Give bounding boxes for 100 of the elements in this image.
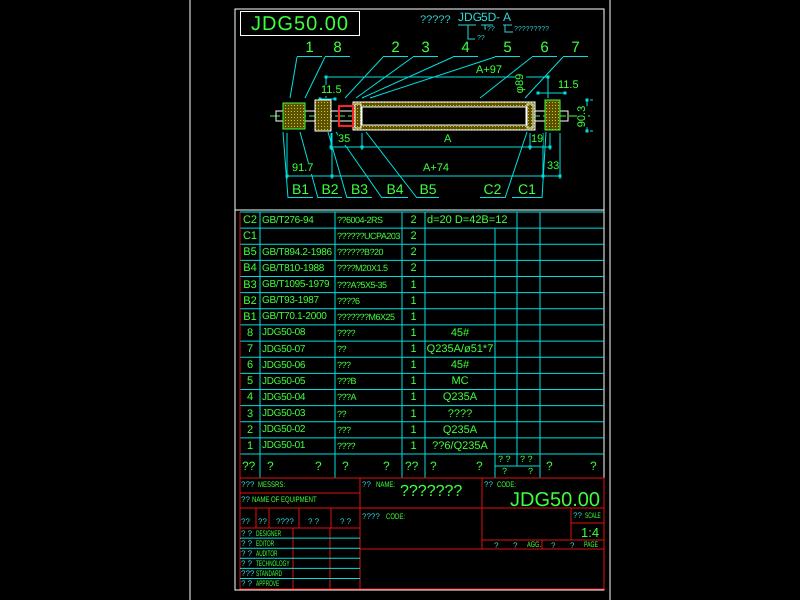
part-callout: B5 xyxy=(417,183,439,198)
field-label: NAME OF EQUIPMENT xyxy=(252,496,317,504)
role-label: APPROVE xyxy=(256,580,280,588)
material: Q235A xyxy=(442,424,478,436)
leader-line xyxy=(480,56,532,98)
leader-line xyxy=(282,132,288,198)
quantity: 1 xyxy=(409,280,418,291)
header-text: ? xyxy=(590,460,597,472)
part-name: ???????M6X25 xyxy=(337,312,395,322)
dimension-text: 35 xyxy=(338,134,350,145)
header-text: ? xyxy=(342,460,349,472)
quantity: 2 xyxy=(409,263,418,274)
field-label: ? xyxy=(570,542,574,550)
quantity: 1 xyxy=(409,296,418,307)
header-text: ? xyxy=(476,460,483,472)
header-text: ? xyxy=(315,460,322,472)
leader-line xyxy=(370,56,496,98)
field-label: SCALE xyxy=(585,512,601,520)
role-label: STANDARD xyxy=(256,570,282,578)
header-text: ? xyxy=(430,460,437,472)
part-callout: B3 xyxy=(347,183,372,198)
field-label: ? ? xyxy=(241,550,252,558)
part-callout: C1 xyxy=(512,183,542,198)
leader-line xyxy=(356,56,414,98)
quantity: 1 xyxy=(409,360,418,372)
callout-number: 7 xyxy=(563,42,588,57)
part-code: B4 xyxy=(242,263,258,274)
part-callout: C2 xyxy=(480,183,505,198)
model-code: A xyxy=(503,11,512,23)
leader-line xyxy=(328,132,348,198)
standard-number: GB/T810-1988 xyxy=(262,264,324,274)
standard-number: GB/T70.1-2000 xyxy=(262,312,326,322)
standard-number: JDG50-03 xyxy=(262,409,306,420)
material: Q235A/ø51*7 xyxy=(426,344,494,356)
quantity: 1 xyxy=(409,312,418,323)
material: 45# xyxy=(450,360,470,372)
field-label: PAGE xyxy=(584,541,598,549)
header-text: ? ? xyxy=(498,455,511,464)
header-text: ?? xyxy=(405,460,418,472)
field-label: ? ? xyxy=(241,580,252,588)
callout-number: 1 xyxy=(297,42,322,57)
header-text: ? xyxy=(267,460,274,472)
role-label: TECHNOLOGY xyxy=(256,560,290,568)
part-name: ??????UCPA203 xyxy=(337,232,400,242)
part-code: B5 xyxy=(242,247,258,258)
header-text: ?? xyxy=(242,460,256,472)
dimension-text: 11.5 xyxy=(558,80,579,91)
header-text: ? xyxy=(383,460,390,472)
drawing-code: JDG50.00 xyxy=(510,490,600,510)
leader-line xyxy=(290,56,298,98)
quantity: 1 xyxy=(409,440,418,452)
callout-number: 8 xyxy=(325,42,350,57)
callout-number: 3 xyxy=(413,42,438,57)
callout-number: 2 xyxy=(383,42,408,57)
part-name: ???B xyxy=(337,377,356,386)
part-name: ??? xyxy=(337,426,351,435)
part-name: ??? xyxy=(337,361,351,370)
material: MC xyxy=(450,376,470,388)
leader-line xyxy=(304,56,326,98)
leader-line xyxy=(542,132,546,198)
part-code: 2 xyxy=(246,424,254,436)
part-code: 1 xyxy=(246,440,254,452)
part-callout: B1 xyxy=(288,183,313,198)
leader-line xyxy=(344,56,384,98)
field-label: MESSRS: xyxy=(258,481,285,489)
material: d=20 D=42B=12 xyxy=(427,215,508,226)
part-code: C1 xyxy=(242,231,258,242)
callout-number: 5 xyxy=(495,42,520,57)
part-code: 7 xyxy=(246,344,254,356)
standard-number: GB/T93-1987 xyxy=(262,296,319,306)
material: Q235A xyxy=(442,392,478,404)
header-text: ? xyxy=(502,467,508,476)
standard-number: JDG50-05 xyxy=(262,376,306,387)
drawing-number: JDG50.00 xyxy=(250,14,350,34)
leader-line xyxy=(504,132,528,198)
dimension-text: A+97 xyxy=(476,65,502,76)
field-label: ? ? xyxy=(241,530,252,538)
header-text: ? ? xyxy=(520,455,533,464)
standard-number: GB/T1095-1979 xyxy=(262,280,330,290)
part-name: ???A?5X5-35 xyxy=(337,280,387,290)
quantity: 1 xyxy=(409,424,418,436)
quantity: 1 xyxy=(409,376,418,388)
role-label: EDITOR xyxy=(256,540,274,548)
part-name: ??6004-2RS xyxy=(337,216,383,225)
field-label: ?? xyxy=(573,512,582,520)
part-name: ???? xyxy=(337,442,356,451)
model-code: - xyxy=(496,11,500,23)
quantity: 2 xyxy=(409,247,418,258)
quantity: 1 xyxy=(409,408,418,420)
part-code: B3 xyxy=(242,280,258,291)
part-code: 8 xyxy=(246,328,254,339)
dimension-text: 11.5 xyxy=(321,85,342,96)
header-text: ? xyxy=(528,467,534,476)
part-name: ????M20X1.5 xyxy=(337,264,388,274)
standard-number: JDG50-04 xyxy=(262,392,306,403)
part-code: 3 xyxy=(246,408,254,420)
part-code: 6 xyxy=(246,360,254,372)
material: ???? xyxy=(446,408,474,420)
leader-line xyxy=(336,132,382,198)
title-text: ????? xyxy=(420,15,451,26)
